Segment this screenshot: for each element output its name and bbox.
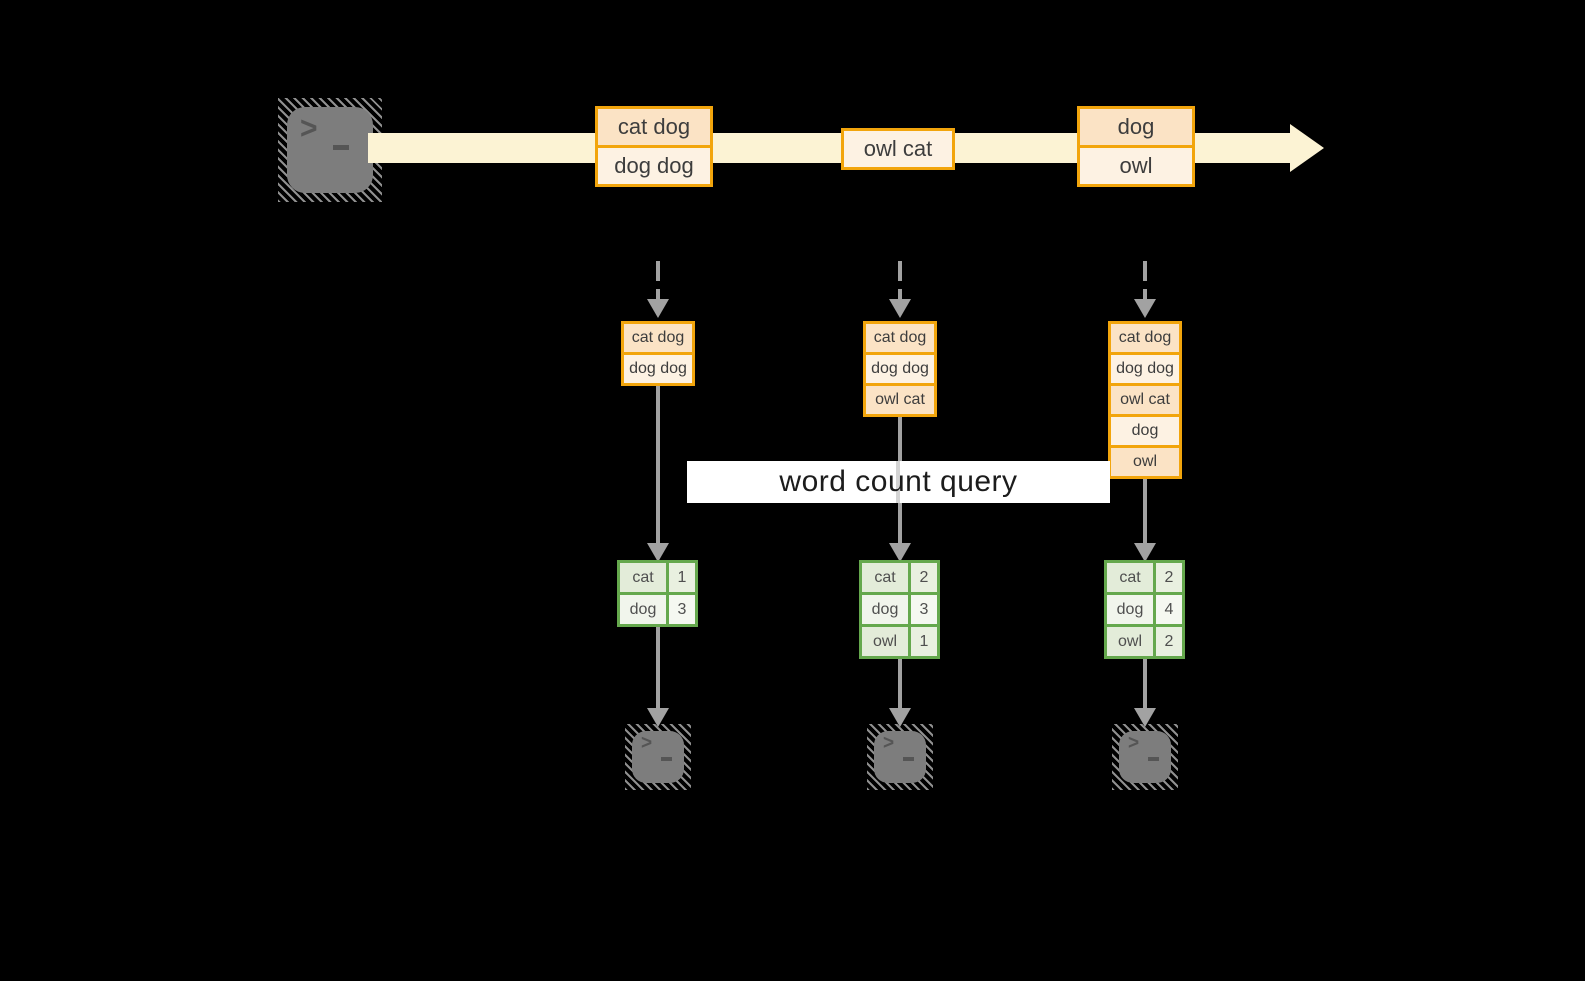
- table-cell-count: 3: [669, 595, 695, 624]
- buffer-record: owl cat: [866, 386, 934, 414]
- arrow-through-strip: [896, 461, 900, 503]
- table-cell-word: dog: [862, 595, 908, 624]
- table-cell-word: owl: [862, 627, 908, 656]
- buffer-record: owl cat: [1111, 386, 1179, 414]
- arrow-head-icon: [889, 543, 911, 562]
- dashed-arrow-line: [656, 261, 660, 299]
- buffer-record: dog dog: [866, 355, 934, 383]
- table-cell-count: 2: [1156, 627, 1182, 656]
- dashed-arrow-line: [898, 261, 902, 299]
- terminal-icon: >: [278, 98, 382, 202]
- table-cell-word: dog: [620, 595, 666, 624]
- arrow-head-icon: [1134, 708, 1156, 727]
- arrow-head-icon: [889, 708, 911, 727]
- arrow-line: [656, 386, 660, 543]
- table-cell-count: 4: [1156, 595, 1182, 624]
- stream-timeline-arrowhead-icon: [1290, 124, 1324, 172]
- cursor-icon: [903, 757, 914, 761]
- arrow-head-icon: [1134, 543, 1156, 562]
- arrow-line: [898, 659, 902, 708]
- dashed-arrow-line: [1143, 261, 1147, 299]
- stream-record: dog dog: [598, 148, 710, 184]
- prompt-icon: >: [641, 732, 653, 755]
- terminal-body: >: [874, 731, 926, 783]
- table-cell-word: dog: [1107, 595, 1153, 624]
- query-label: word count query: [779, 465, 1018, 498]
- word-count-table: cat 2 dog 4 owl 2: [1104, 560, 1185, 659]
- terminal-body: >: [287, 107, 373, 193]
- buffer-record: dog dog: [1111, 355, 1179, 383]
- table-cell-word: cat: [1107, 563, 1153, 592]
- buffer-record: dog: [1111, 417, 1179, 445]
- stream-record: owl cat: [844, 131, 952, 167]
- stream-record: cat dog: [598, 109, 710, 145]
- terminal-icon: >: [625, 724, 691, 790]
- terminal-icon: >: [1112, 724, 1178, 790]
- prompt-icon: >: [300, 111, 318, 146]
- arrow-line: [656, 627, 660, 708]
- table-cell-word: owl: [1107, 627, 1153, 656]
- arrow-head-icon: [647, 543, 669, 562]
- prompt-icon: >: [883, 732, 895, 755]
- table-cell-count: 1: [911, 627, 937, 656]
- terminal-icon: >: [867, 724, 933, 790]
- record-buffer: cat dog dog dog owl cat dog owl: [1108, 321, 1182, 479]
- buffer-record: owl: [1111, 448, 1179, 476]
- dashed-arrow-head-icon: [889, 299, 911, 318]
- stream-record: owl: [1080, 148, 1192, 184]
- prompt-icon: >: [1128, 732, 1140, 755]
- cursor-icon: [1148, 757, 1159, 761]
- dashed-arrow-head-icon: [1134, 299, 1156, 318]
- table-cell-count: 1: [669, 563, 695, 592]
- stream-record-box: dog owl: [1077, 106, 1195, 187]
- cursor-icon: [333, 145, 349, 150]
- stream-record-box: cat dog dog dog: [595, 106, 713, 187]
- buffer-record: dog dog: [624, 355, 692, 383]
- table-cell-count: 2: [1156, 563, 1182, 592]
- stream-record: dog: [1080, 109, 1192, 145]
- buffer-record: cat dog: [624, 324, 692, 352]
- arrow-head-icon: [647, 708, 669, 727]
- buffer-record: cat dog: [1111, 324, 1179, 352]
- cursor-icon: [661, 757, 672, 761]
- table-cell-count: 3: [911, 595, 937, 624]
- query-label-box: word count query: [687, 461, 1110, 503]
- word-count-table: cat 2 dog 3 owl 1: [859, 560, 940, 659]
- table-cell-word: cat: [862, 563, 908, 592]
- record-buffer: cat dog dog dog: [621, 321, 695, 386]
- terminal-body: >: [1119, 731, 1171, 783]
- stream-record-box: owl cat: [841, 128, 955, 170]
- arrow-line: [1143, 479, 1147, 543]
- word-count-table: cat 1 dog 3: [617, 560, 698, 627]
- arrow-line: [1143, 659, 1147, 708]
- terminal-body: >: [632, 731, 684, 783]
- record-buffer: cat dog dog dog owl cat: [863, 321, 937, 417]
- table-cell-count: 2: [911, 563, 937, 592]
- buffer-record: cat dog: [866, 324, 934, 352]
- dashed-arrow-head-icon: [647, 299, 669, 318]
- table-cell-word: cat: [620, 563, 666, 592]
